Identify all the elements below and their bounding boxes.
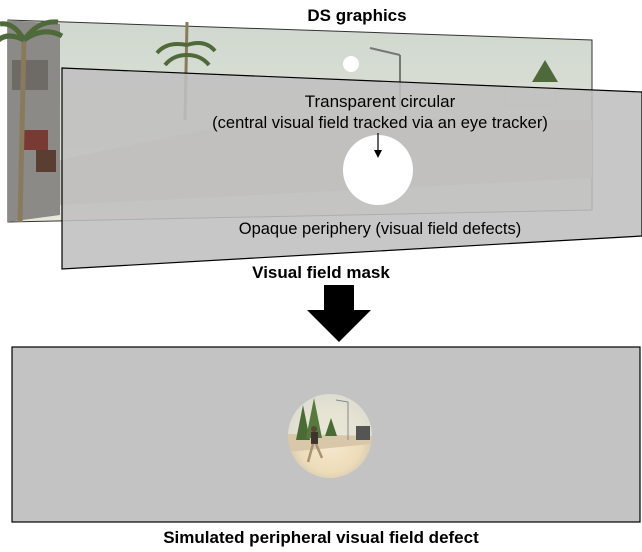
pointer-arrow-icon (374, 150, 382, 158)
ds-graphics-title: DS graphics (307, 6, 407, 25)
central-visual-field-label: (central visual field tracked via an eye… (212, 114, 548, 132)
opaque-periphery-label: Opaque periphery (visual field defects) (238, 220, 522, 238)
transparent-circle (343, 135, 413, 205)
visual-field-mask-title: Visual field mask (252, 263, 390, 282)
visual-field-mask-layer (61, 67, 642, 270)
palm-tree (0, 19, 64, 223)
down-arrow-icon (307, 285, 371, 342)
transparent-circular-label: Transparent circular (304, 92, 456, 111)
simulated-defect-title: Simulated peripheral visual field defect (163, 528, 479, 547)
simulated-defect-panel (11, 346, 641, 523)
